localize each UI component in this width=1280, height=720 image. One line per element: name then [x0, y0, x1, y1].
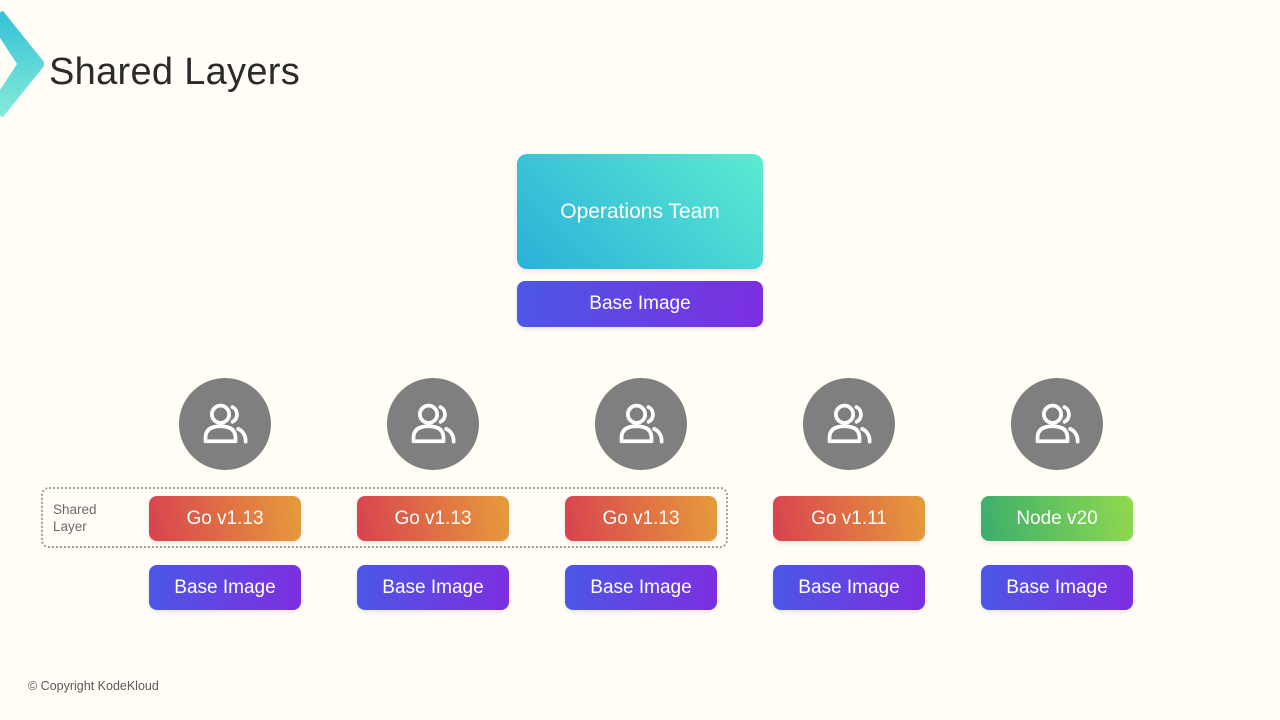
base-image-label: Base Image [1006, 576, 1108, 598]
operations-base-image-label: Base Image [589, 293, 691, 314]
team-column: Go v1.13 Base Image [565, 378, 717, 610]
tech-layer-label: Go v1.13 [186, 507, 264, 529]
base-image-box: Base Image [149, 565, 301, 610]
tech-layer-label: Go v1.11 [811, 507, 887, 529]
tech-layer-label: Go v1.13 [394, 507, 472, 529]
tech-layer-box: Go v1.13 [149, 496, 301, 541]
team-column: Node v20 Base Image [981, 378, 1133, 610]
operations-base-image-box: Base Image [517, 281, 763, 327]
tech-layer-box: Node v20 [981, 496, 1133, 541]
team-column: Go v1.13 Base Image [149, 378, 301, 610]
tech-layer-box: Go v1.13 [357, 496, 509, 541]
team-avatar [803, 378, 895, 470]
users-icon [411, 403, 456, 444]
shared-layer-label-line2: Layer [53, 519, 87, 534]
team-column: Go v1.13 Base Image [357, 378, 509, 610]
base-image-label: Base Image [798, 576, 900, 598]
team-column: Go v1.11 Base Image [773, 378, 925, 610]
users-icon [1035, 403, 1080, 444]
base-image-label: Base Image [174, 576, 276, 598]
operations-team-box: Operations Team [517, 154, 763, 269]
team-avatar [1011, 378, 1103, 470]
copyright-text: © Copyright KodeKloud [28, 679, 159, 693]
shared-layer-label-line1: Shared [53, 502, 97, 517]
users-icon [203, 403, 248, 444]
tech-layer-box: Go v1.13 [565, 496, 717, 541]
base-image-box: Base Image [981, 565, 1133, 610]
tech-layer-label: Node v20 [1016, 507, 1098, 529]
team-avatar [179, 378, 271, 470]
kodekloud-chevron-logo-icon [0, 11, 44, 117]
tech-layer-box: Go v1.11 [773, 496, 925, 541]
base-image-label: Base Image [382, 576, 484, 598]
shared-layer-label: Shared Layer [53, 501, 97, 535]
team-avatar [387, 378, 479, 470]
team-avatar [595, 378, 687, 470]
shared-layer-group-outline [41, 487, 728, 548]
base-image-box: Base Image [773, 565, 925, 610]
base-image-box: Base Image [565, 565, 717, 610]
tech-layer-label: Go v1.13 [602, 507, 680, 529]
page-title: Shared Layers [49, 51, 301, 93]
users-icon [619, 403, 664, 444]
base-image-label: Base Image [590, 576, 692, 598]
base-image-box: Base Image [357, 565, 509, 610]
operations-team-label: Operations Team [560, 199, 720, 223]
users-icon [827, 403, 872, 444]
